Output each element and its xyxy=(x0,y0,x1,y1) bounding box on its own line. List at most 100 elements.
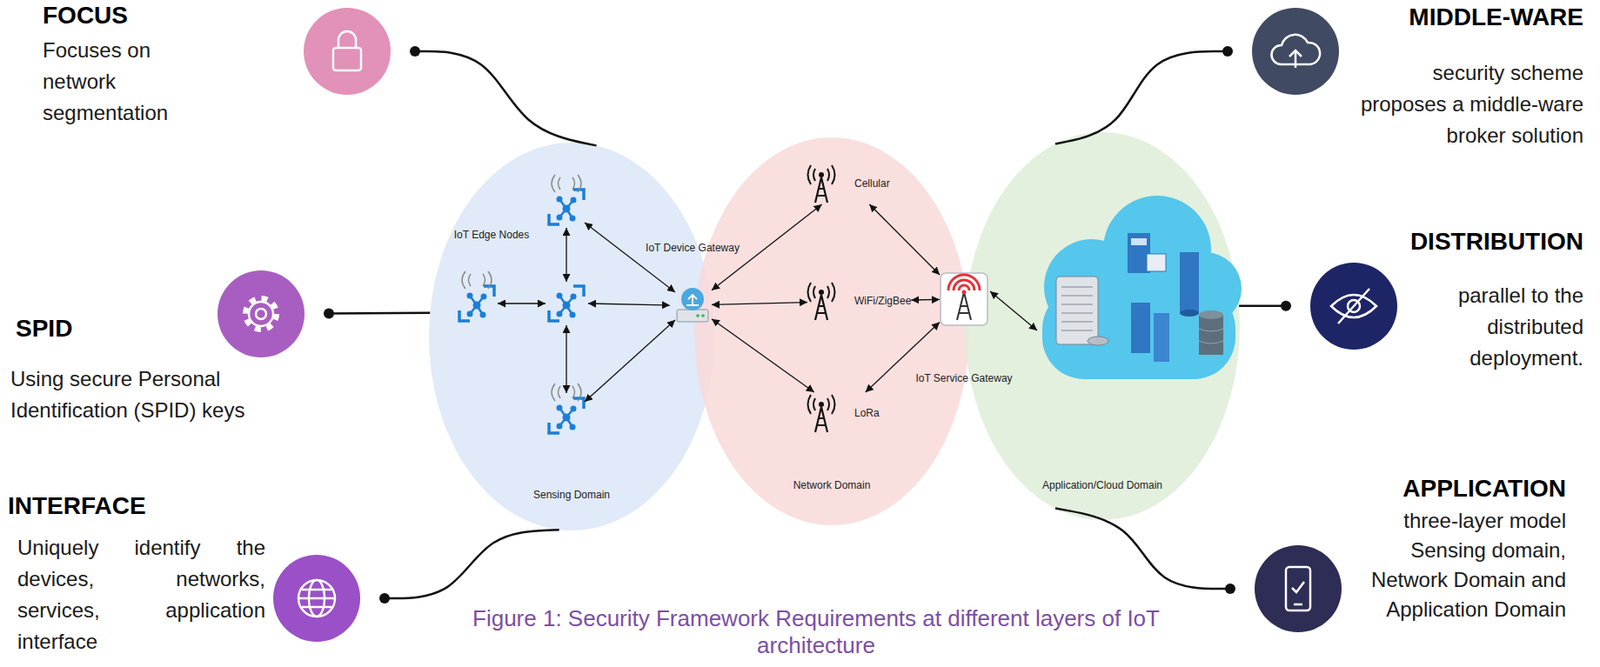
server-tower xyxy=(1179,252,1199,314)
leader-line xyxy=(415,51,596,146)
gateway-glyph xyxy=(686,294,699,306)
domain-ellipse: Network DomainCellularWiFi/ZigBeeLoRaIoT… xyxy=(694,137,970,526)
domain-label: Application/Cloud Domain xyxy=(964,479,1240,493)
cloud-link-arrow xyxy=(990,291,1038,331)
servers xyxy=(1056,233,1224,362)
icon-slot xyxy=(807,392,836,435)
globe-glyph xyxy=(298,580,335,617)
callout-body: three-layer model Sensing domain, Networ… xyxy=(1352,506,1567,625)
leader-dot xyxy=(409,46,421,57)
gear-teeth xyxy=(245,298,277,330)
callout-body: Uniquely identify the devices, networks,… xyxy=(17,532,266,658)
callout-heading: SPID xyxy=(15,314,190,343)
leader-dot xyxy=(323,308,335,320)
edge-node-icon xyxy=(548,398,584,434)
edge-link-arrow xyxy=(584,222,676,293)
icon-slot xyxy=(807,162,836,205)
tower-icon xyxy=(808,394,836,433)
link-arrow xyxy=(869,204,940,275)
phone-glyph xyxy=(1285,567,1311,611)
link-arrow xyxy=(711,319,815,393)
domain-label: Sensing Domain xyxy=(428,488,715,503)
edge-node-icon xyxy=(548,286,584,322)
leader-line xyxy=(1238,304,1286,308)
link-arrow xyxy=(910,299,940,302)
leader-line xyxy=(1055,508,1231,590)
callout-body: Using secure Personal Identification (SP… xyxy=(10,363,324,427)
callout-heading: FOCUS xyxy=(42,1,217,30)
cloud-lobe xyxy=(1168,252,1242,326)
link-arrow xyxy=(711,302,808,306)
signal-arcs xyxy=(948,274,980,291)
edge-node-icon xyxy=(459,286,495,322)
gear-glyph xyxy=(248,301,274,327)
callout-heading: INTERFACE xyxy=(7,492,235,521)
service-tower-top xyxy=(962,290,967,295)
database-top xyxy=(1198,310,1224,320)
callout-heading: DISTRIBUTION xyxy=(1374,227,1584,256)
gateway-led xyxy=(696,314,700,318)
service-gateway-icon xyxy=(940,273,988,326)
icon-slot xyxy=(807,280,836,322)
ellipse-outline xyxy=(694,137,970,526)
link-arrow xyxy=(711,204,823,291)
callout-body: security scheme proposes a middle-ware b… xyxy=(1344,57,1584,152)
leader-dot xyxy=(1280,301,1292,312)
callout-icon: FOCUSFocuses on network segmentation xyxy=(303,7,391,95)
wireless-waves xyxy=(551,174,582,193)
lock-shackle xyxy=(338,31,356,48)
server-base xyxy=(1179,309,1199,317)
server-screen xyxy=(1146,254,1166,272)
server-panel xyxy=(1131,238,1147,246)
callout-body: parallel to the distributed deployment. xyxy=(1413,280,1584,375)
gateway-label: IoT Device Gateway xyxy=(631,241,754,255)
database-stack xyxy=(1198,314,1224,355)
gateway-cloud-icon xyxy=(681,287,704,311)
domain-region xyxy=(964,132,1240,521)
wireless-waves xyxy=(461,271,492,289)
upload-arrow xyxy=(1289,50,1302,68)
edge-link-arrow xyxy=(588,303,670,306)
leader-dot xyxy=(379,593,390,604)
tower-label: LoRa xyxy=(854,407,880,420)
server-tower xyxy=(1131,302,1151,354)
domain-region xyxy=(428,142,715,531)
callout-body: Focuses on network segmentation xyxy=(42,34,208,129)
edge-node-icon xyxy=(548,189,584,225)
phone-check xyxy=(1292,582,1305,605)
rack-slots xyxy=(1061,287,1093,331)
link-arrow xyxy=(865,321,940,393)
lock-glyph xyxy=(333,47,362,71)
gateway-box-icon xyxy=(676,309,709,322)
callout-icon: SPIDUsing secure Personal Identification… xyxy=(217,270,305,358)
leader-line xyxy=(1055,51,1228,144)
leader-dot xyxy=(1225,583,1236,595)
server-rack xyxy=(1056,276,1098,345)
edge-link-arrow xyxy=(565,227,567,282)
gateway-label: IoT Service Gateway xyxy=(890,372,1038,386)
callout-heading: MIDDLE-WARE xyxy=(1374,3,1584,32)
eye-slash xyxy=(1338,288,1370,324)
edge-link-arrow xyxy=(565,325,567,394)
edge-link-arrow xyxy=(497,302,546,304)
server-tower xyxy=(1153,313,1170,362)
figure-caption: Figure 1: Security Framework Requirement… xyxy=(424,605,1208,660)
tower-icon xyxy=(808,282,836,321)
edge-link-arrow xyxy=(584,320,676,402)
cloud-shape xyxy=(1042,195,1242,380)
tower-label: WiFi/ZigBee xyxy=(854,294,911,308)
globe-parallels xyxy=(298,589,335,608)
region-label: IoT Edge Nodes xyxy=(439,228,544,242)
leader-line xyxy=(384,529,560,599)
gateway-led xyxy=(701,314,705,318)
domain-region xyxy=(694,137,970,526)
disk xyxy=(1087,336,1109,346)
leader-line xyxy=(328,312,430,315)
callout-heading: APPLICATION xyxy=(1357,475,1567,503)
radio-tower: LoRa xyxy=(807,392,880,435)
tower-icon xyxy=(808,165,836,203)
database-rings xyxy=(1198,328,1224,344)
